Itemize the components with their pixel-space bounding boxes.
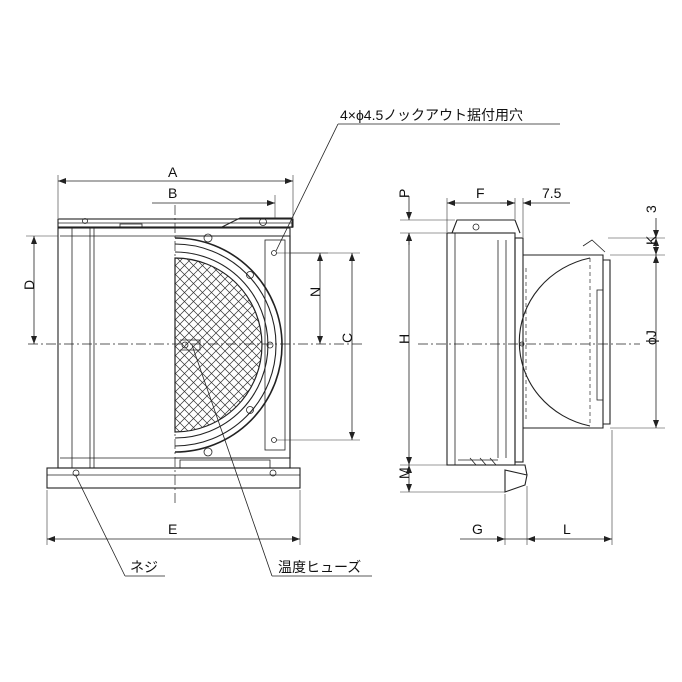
front-dimensions: A B D N C E: [21, 164, 360, 545]
fan-guard-mesh: [174, 257, 263, 433]
dim-N: N: [307, 287, 323, 297]
dim-F: F: [476, 185, 485, 201]
front-view: [28, 205, 365, 505]
dim-C: C: [339, 333, 355, 343]
knockout-hole-top: [271, 250, 277, 256]
fan-guard-outer: [174, 237, 283, 453]
side-view: [418, 219, 640, 493]
callout-knockout-holes: 4×ϕ4.5ノックアウト据付用穴: [340, 107, 523, 123]
knockout-hole-bottom: [271, 437, 277, 443]
side-damper-arc: [518, 257, 591, 427]
dim-H: H: [396, 334, 412, 344]
callouts: 4×ϕ4.5ノックアウト据付用穴 ネジ 温度ヒューズ: [75, 107, 560, 577]
dim-K: K: [643, 235, 659, 245]
screw-top-left: [82, 218, 88, 224]
side-body: [446, 232, 516, 466]
dim-B: B: [168, 185, 177, 201]
dim-M: M: [396, 467, 412, 479]
front-bottom-flange: [46, 467, 301, 489]
dim-L: L: [563, 521, 571, 537]
dim-E: E: [168, 521, 177, 537]
side-dimensions: P F 7.5 3 K ϕJ H M G: [396, 185, 665, 545]
dim-3: 3: [643, 205, 659, 213]
dim-G: G: [472, 521, 483, 537]
dim-7-5: 7.5: [542, 185, 562, 201]
dim-P: P: [396, 189, 412, 198]
callout-screw: ネジ: [130, 559, 158, 575]
dim-D: D: [21, 280, 37, 290]
dim-A: A: [168, 164, 178, 180]
callout-thermal-fuse: 温度ヒューズ: [278, 559, 361, 575]
dim-phiJ: ϕJ: [643, 330, 659, 345]
